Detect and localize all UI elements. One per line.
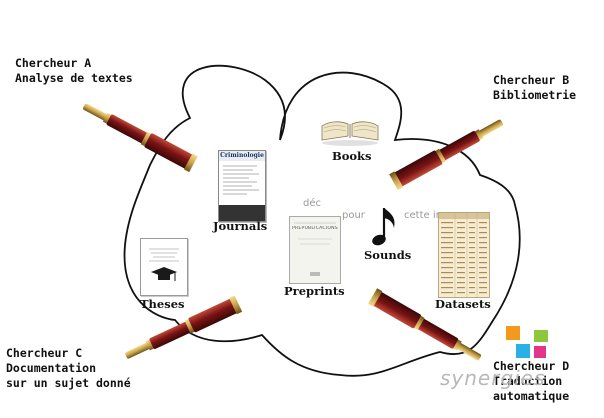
- researcher-c-task-line1: Documentation: [6, 361, 97, 375]
- researcher-d-task-line2: automatique: [493, 389, 570, 403]
- logo-square-green: [534, 330, 548, 342]
- logo-square-blue: [516, 344, 530, 358]
- thesis-cover-art: [149, 248, 179, 281]
- cloud-outline: [123, 64, 521, 377]
- journal-cover-title: Criminologie: [219, 151, 265, 161]
- researcher-a-name: Chercheur A: [15, 56, 92, 70]
- thesis-cover: [140, 238, 188, 296]
- telescope-a: [79, 98, 198, 173]
- synergies-logo-text: synergies: [440, 366, 546, 390]
- preprints-label: Preprints: [284, 284, 345, 298]
- telescope-b: [389, 114, 507, 190]
- preprint-cover: PREPUBLICACIONS: [289, 216, 341, 284]
- preprint-cover-title: PREPUBLICACIONS: [292, 226, 338, 231]
- ghost-text-left: déc: [303, 198, 321, 209]
- researcher-c-task-line2: sur un sujet donné: [6, 376, 131, 390]
- researcher-d-task-line1: Traduction: [493, 374, 563, 388]
- ghost-text-middle: pour: [342, 210, 365, 221]
- journal-cover-art: [219, 165, 265, 221]
- journal-cover: Criminologie: [218, 150, 266, 222]
- sounds-label: Sounds: [364, 248, 412, 262]
- researcher-b-label: Chercheur B Bibliometrie: [493, 73, 576, 103]
- researcher-b-name: Chercheur B: [493, 73, 570, 87]
- graduation-cap-icon: [151, 267, 177, 281]
- researcher-a-label: Chercheur A Analyse de textes: [15, 56, 133, 86]
- dataset-sheet-art: [439, 213, 489, 297]
- music-note-icon: [372, 208, 395, 246]
- theses-label: Theses: [140, 297, 185, 311]
- ghost-text-right: cette ima: [404, 210, 452, 221]
- dataset-sheet: [438, 212, 490, 298]
- open-book-icon: [321, 121, 379, 146]
- logo-square-pink: [534, 346, 546, 358]
- researcher-d-label: Chercheur D Traduction automatique: [493, 359, 569, 404]
- researcher-d-name: Chercheur D: [493, 359, 570, 373]
- researcher-c-name: Chercheur C: [6, 346, 83, 360]
- researcher-b-task: Bibliometrie: [493, 88, 577, 102]
- researcher-c-label: Chercheur C Documentation sur un sujet d…: [6, 346, 131, 391]
- logo-square-orange: [506, 326, 520, 340]
- synergies-logo-mark: [506, 326, 550, 360]
- journals-label: Journals: [213, 219, 268, 233]
- preprint-cover-art: [294, 222, 336, 276]
- researcher-a-task: Analyse de textes: [15, 71, 133, 85]
- datasets-label: Datasets: [435, 297, 491, 311]
- books-label: Books: [332, 149, 372, 163]
